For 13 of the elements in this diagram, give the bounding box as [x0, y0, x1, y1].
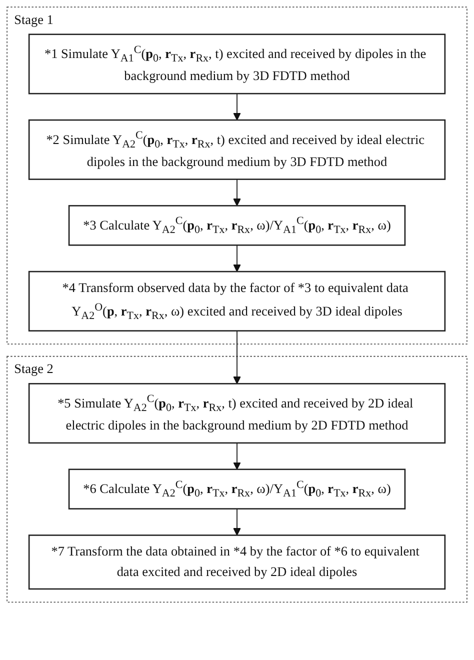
node-box: *5 Simulate Y$_{A2}$$^{C}$(p$_{0}$, r$_{Tx}$, r$_{Rx}$, t) excited and received by 2D ideal electric dipoles in the background medium by 2D FDTD method — [28, 383, 446, 444]
node-box: *2 Simulate Y$_{A2}$$^{C}$(p$_{0}$, r$_{Tx}$, r$_{Rx}$, t) excited and received by ideal electric dipoles in the background medium by 3D FDTD method — [28, 119, 446, 180]
node-box: *6 Calculate Y$_{A2}$$^{C}$(p$_{0}$, r$_{Tx}$, r$_{Rx}$, ω)/Y$_{A1}$$^{C}$(p$_{0}$, r$_{Tx}$, r$_{Rx}$, ω) — [68, 468, 406, 510]
node-box: *1 Simulate Y$_{A1}$$^{C}$(p$_{0}$, r$_{Tx}$, r$_{Rx}$, t) excited and received by dipoles in the background medium by 3D FDTD method — [28, 34, 446, 94]
arrow — [233, 442, 241, 470]
arrow — [233, 330, 241, 384]
arrow — [233, 244, 241, 272]
arrow — [233, 93, 241, 120]
node-box: *4 Transform observed data by the factor of *3 to equivalent data Y$_{A2}$$^{O}$(p, r$_{Tx}$, r$_{Rx}$, ω) excited and received by 3D ideal dipoles — [28, 270, 446, 332]
node-box: *7 Transform the data obtained in *4 by the factor of *6 to equivalent data excited and received by 2D ideal dipoles — [28, 534, 446, 590]
arrow — [233, 508, 241, 536]
node-box: *3 Calculate Y$_{A2}$$^{C}$(p$_{0}$, r$_{Tx}$, r$_{Rx}$, ω)/Y$_{A1}$$^{C}$(p$_{0}$, r$_{Tx}$, r$_{Rx}$, ω) — [68, 205, 406, 246]
arrow — [233, 178, 241, 206]
